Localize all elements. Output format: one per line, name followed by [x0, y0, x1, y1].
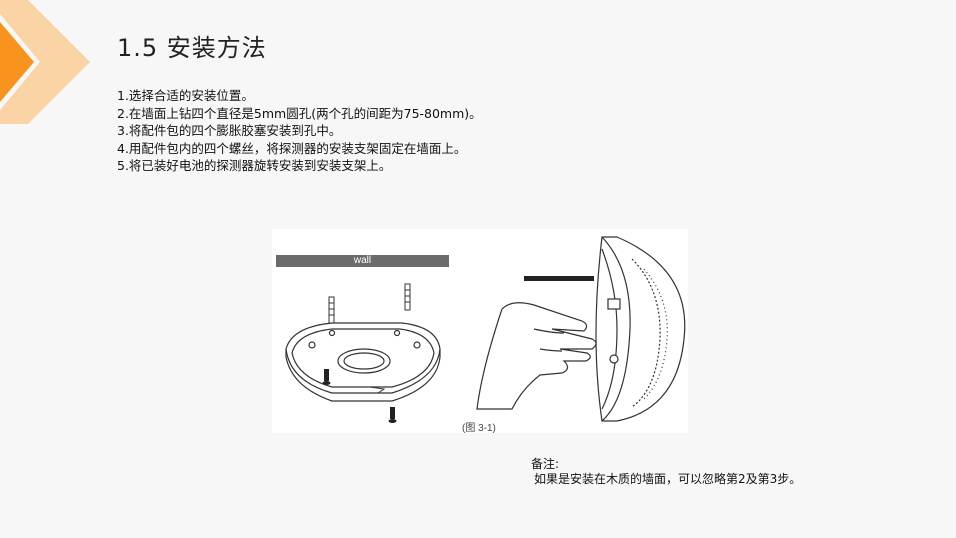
note-title: 备注: [531, 457, 560, 471]
step-item: 2.在墙面上钻四个直径是5mm圆孔(两个孔的间距为75-80mm)。 [117, 105, 482, 121]
step-item: 3.将配件包的四个膨胀胶塞安装到孔中。 [117, 123, 342, 138]
mounting-bracket [285, 322, 441, 402]
step-item: 4.用配件包内的四个螺丝，将探测器的安装支架固定在墙面上。 [117, 140, 467, 156]
wall-label: wall [276, 255, 449, 267]
step-item: 5.将已装好电池的探测器旋转安装到安装支架上。 [117, 158, 392, 173]
installation-illustration [285, 236, 686, 423]
steps-list: 1.选择合适的安装位置。 2.在墙面上钻四个直径是5mm圆孔(两个孔的间距为75… [117, 87, 482, 175]
note-text: 如果是安装在木质的墙面，可以忽略第2及第3步。 [534, 472, 802, 486]
wall-plug-right [404, 283, 411, 311]
page-title: 1.5 安装方法 [117, 34, 267, 62]
installation-figure: wall (图 3-1) [272, 229, 688, 434]
bracket-arrow [369, 386, 386, 394]
smoke-detector [595, 236, 686, 422]
screw [322, 369, 397, 423]
step-item: 1.选择合适的安装位置。 [117, 88, 254, 103]
wall-plug-left [328, 296, 335, 324]
wall-line [524, 276, 594, 281]
hand-illustration [476, 302, 597, 410]
corner-chevron-decoration [0, 0, 90, 124]
figure-caption: (图 3-1) [462, 423, 496, 434]
